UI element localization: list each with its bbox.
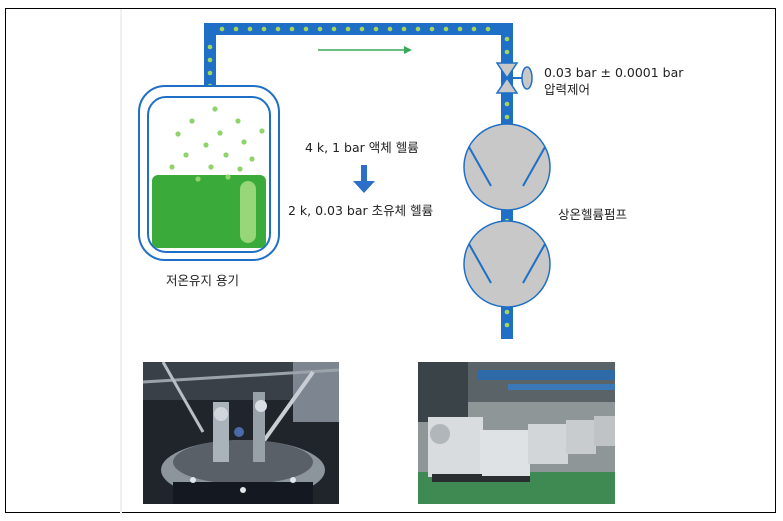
- vessel-bubble: [259, 128, 265, 134]
- vessel-bubble: [203, 142, 209, 148]
- figure-frame: 0.03 bar ± 0.0001 bar 압력제어 4 k, 1 bar 액체…: [5, 8, 776, 514]
- vessel-bubble: [195, 176, 201, 182]
- pipe-bubble: [471, 26, 477, 32]
- vessel-bubble: [241, 139, 247, 145]
- pipe-bubble: [443, 26, 449, 32]
- pipe-bubble: [207, 70, 213, 76]
- vessel-bubble: [212, 106, 218, 112]
- pump-upper: [463, 123, 551, 211]
- pipe-bubble: [504, 49, 510, 55]
- cryostat-vessel: [138, 85, 280, 261]
- pipe-bubble: [504, 322, 510, 328]
- pipe-bubble: [303, 26, 309, 32]
- pipe-bubble: [429, 26, 435, 32]
- pipe-bubble: [207, 44, 213, 50]
- pipe-bubble: [504, 101, 510, 107]
- liquid-helium-level: [152, 175, 266, 248]
- pipe-bubble: [373, 26, 379, 32]
- vessel-label: 저온유지 용기: [166, 273, 239, 288]
- pipe-bubble: [504, 36, 510, 42]
- vessel-bubble: [189, 118, 195, 124]
- pipe-bubble: [233, 26, 239, 32]
- pipe-bubble: [485, 26, 491, 32]
- pipe-bubble: [289, 26, 295, 32]
- pump-room-photo: [418, 362, 615, 504]
- vessel-bubble: [208, 164, 214, 170]
- vessel-bubble: [249, 156, 255, 162]
- pipe-bubble: [504, 114, 510, 120]
- pipe-bubble: [415, 26, 421, 32]
- pump-lower: [463, 220, 551, 308]
- pipe-bubble: [457, 26, 463, 32]
- pipe-bubble: [359, 26, 365, 32]
- vessel-bubble: [237, 166, 243, 172]
- vessel-bubble: [223, 152, 229, 158]
- pressure-control-label: 압력제어: [544, 82, 590, 97]
- vessel-bubble: [235, 118, 241, 124]
- flow-arrow: [318, 46, 412, 54]
- vessel-bubble: [217, 130, 223, 136]
- pipe-bubble: [387, 26, 393, 32]
- cryostat-photo: [143, 362, 339, 504]
- vessel-bubbles: [169, 106, 265, 182]
- pressure-value-label: 0.03 bar ± 0.0001 bar: [544, 65, 684, 80]
- pipe-bubble: [401, 26, 407, 32]
- pressure-valve: [495, 62, 533, 94]
- pipe-bubble: [331, 26, 337, 32]
- pump-label: 상온헬륨펌프: [558, 207, 627, 222]
- pipe-bubble: [504, 309, 510, 315]
- pipe-bubble: [219, 26, 225, 32]
- helium-system-diagram: 0.03 bar ± 0.0001 bar 압력제어 4 k, 1 bar 액체…: [120, 9, 684, 514]
- pipe-bubble: [275, 26, 281, 32]
- liquid-helium-label: 4 k, 1 bar 액체 헬륨: [305, 140, 419, 155]
- vessel-highlight: [240, 181, 256, 243]
- pipe-bubble: [317, 26, 323, 32]
- vessel-bubble: [225, 174, 231, 180]
- vessel-bubble: [175, 131, 181, 137]
- pipe-bubble: [207, 57, 213, 63]
- pipe-bubble: [247, 26, 253, 32]
- pipe-bubble: [345, 26, 351, 32]
- vessel-bubble: [183, 152, 189, 158]
- vessel-bubble: [169, 164, 175, 170]
- down-arrow: [353, 165, 375, 193]
- pipe-bubble: [261, 26, 267, 32]
- superfluid-helium-label: 2 k, 0.03 bar 초유체 헬륨: [288, 203, 433, 218]
